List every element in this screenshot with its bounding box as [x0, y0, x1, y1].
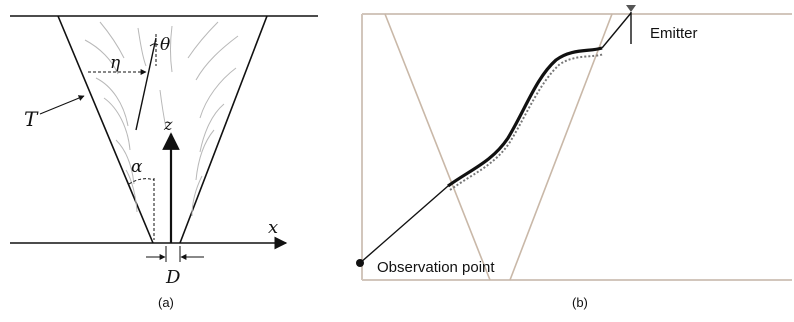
ray-straight-segment	[359, 185, 449, 264]
caption-b: (b)	[572, 295, 588, 310]
panel-b: Emitter Observation point (b)	[356, 5, 792, 310]
label-eta: η	[110, 53, 121, 73]
right-wall	[179, 15, 268, 244]
label-t: T	[24, 107, 39, 131]
label-alpha: α	[131, 157, 143, 177]
plume-line-left	[384, 13, 491, 281]
ray-curved-path	[447, 46, 603, 188]
streamline	[159, 89, 167, 129]
label-observation-point: Observation point	[377, 259, 495, 276]
emitter-marker-icon	[626, 5, 636, 12]
streamline	[195, 129, 215, 181]
alpha-arc	[128, 178, 155, 185]
streamlines	[84, 21, 239, 217]
streamline	[170, 25, 173, 73]
label-x: x	[268, 217, 278, 238]
label-z: z	[163, 115, 173, 134]
label-emitter: Emitter	[650, 25, 698, 42]
streamline	[199, 67, 237, 119]
label-d: D	[165, 267, 181, 288]
streamline	[195, 35, 239, 81]
theta-arc	[149, 43, 159, 47]
label-theta: θ	[160, 35, 170, 55]
streamline	[191, 175, 203, 217]
plume-line-right	[509, 13, 613, 281]
panel-a: θ η T z α x D (a)	[10, 15, 318, 310]
t-pointer	[39, 95, 85, 115]
streamline	[199, 103, 225, 153]
streamline	[115, 139, 135, 185]
direction-line	[135, 37, 157, 131]
streamline	[103, 97, 131, 151]
ray-emitter-segment	[601, 12, 632, 49]
streamline	[137, 27, 147, 67]
streamline	[99, 21, 125, 59]
streamline	[125, 169, 138, 213]
caption-a: (a)	[158, 295, 174, 310]
streamline	[187, 21, 219, 59]
streamline	[84, 39, 119, 75]
left-wall	[57, 15, 154, 244]
ray-dotted-path	[449, 53, 605, 191]
observation-point-dot	[356, 259, 364, 267]
streamline	[95, 77, 129, 127]
